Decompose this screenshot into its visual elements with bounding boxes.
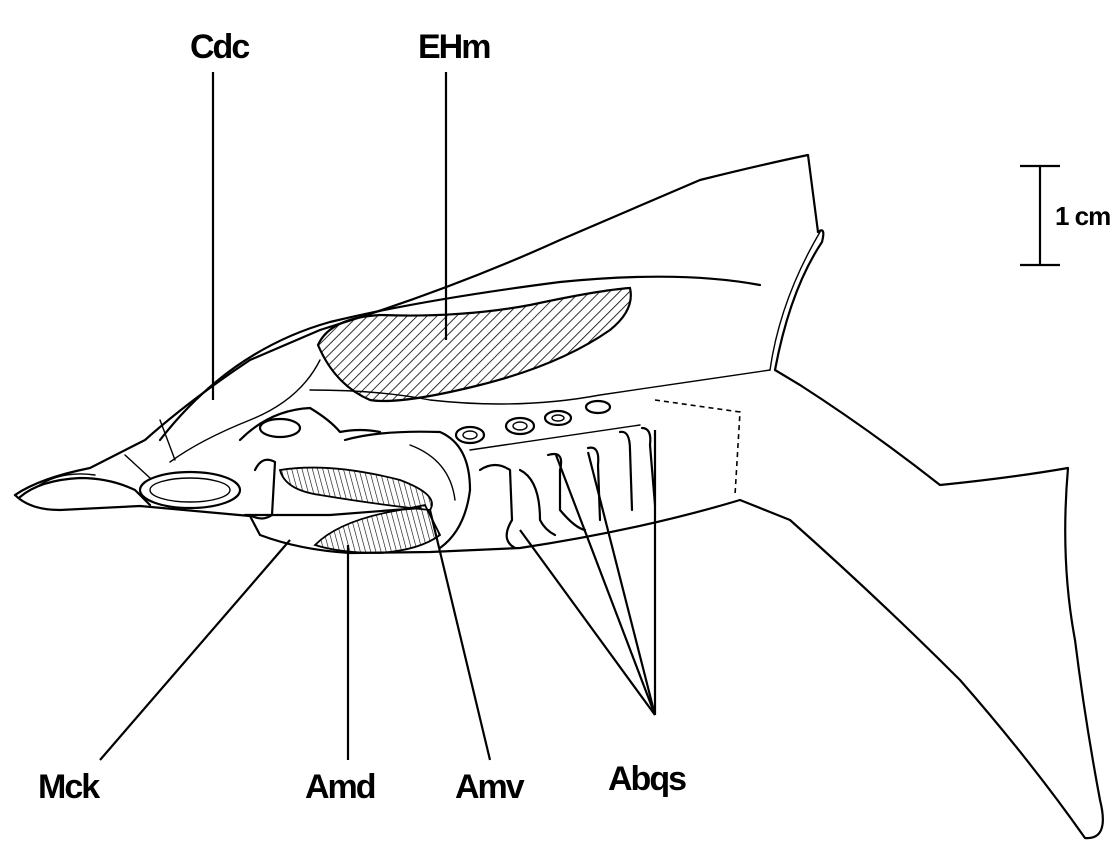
amv-leader (430, 510, 490, 760)
label-amd: Amd (305, 768, 375, 806)
ehm-muscle (318, 288, 631, 401)
amv-muscle (280, 468, 432, 510)
abqs-leader-3 (588, 452, 655, 715)
abqs-leader-1 (520, 530, 655, 715)
label-abqs: Abqs (608, 760, 686, 798)
orbit (240, 408, 380, 440)
scale-bar: 1 cm (1020, 166, 1110, 265)
branchial-arches (456, 401, 655, 548)
label-amv: Amv (455, 768, 525, 806)
mck-leader (100, 540, 290, 760)
label-ehm: EHm (418, 28, 490, 66)
leader-lines (100, 72, 655, 760)
abqs-leader-2 (556, 455, 655, 715)
label-cdc: Cdc (190, 28, 249, 66)
scale-bar-label: 1 cm (1055, 201, 1110, 231)
label-mck: Mck (38, 768, 100, 806)
